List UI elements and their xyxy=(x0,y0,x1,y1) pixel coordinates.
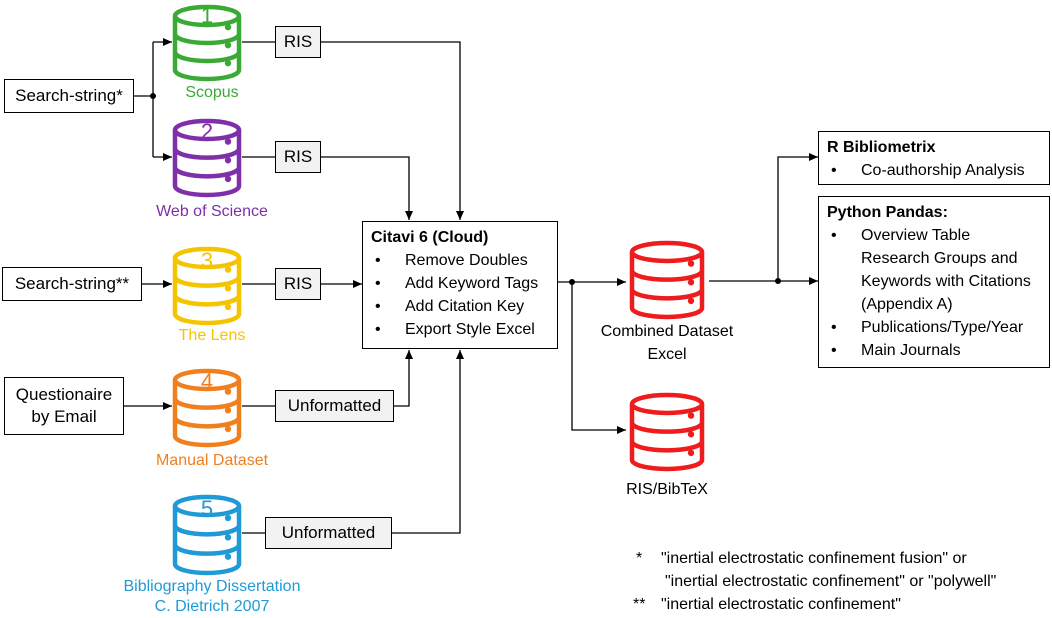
connectors xyxy=(124,38,818,534)
web-of-science-database-icon-dot xyxy=(224,138,232,145)
combined-dataset-database-icon xyxy=(629,240,705,320)
combined-dataset-label-line-1: Combined Dataset xyxy=(600,323,734,340)
citavi-step: Add Citation Key xyxy=(371,295,549,318)
search-string-1-label: Search-string* xyxy=(15,86,123,105)
scopus-database-icon xyxy=(172,4,242,82)
ris-bibtex-database-icon-dot xyxy=(687,431,695,438)
python-pandas-item: Overview Table Research Groups and Keywo… xyxy=(827,224,1041,316)
scopus-database-icon-dot xyxy=(224,23,232,31)
citavi-step: Add Keyword Tags xyxy=(371,272,549,295)
format-box-5: Unformatted xyxy=(265,517,392,549)
python-pandas-item: Main Journals xyxy=(827,339,1041,362)
combined-dataset-database-icon-dot xyxy=(687,297,695,305)
questionnaire-box: Questionaire by Email xyxy=(4,377,124,435)
bibliography-database-icon-dot xyxy=(224,514,232,522)
ris-bibtex-database-icon-dot xyxy=(687,449,695,457)
combined-dataset-database-icon-dot xyxy=(687,260,695,267)
the-lens-database-icon-dot xyxy=(224,303,232,311)
format-box-2: RIS xyxy=(275,141,321,173)
r-bibliometrix-item: Co-authorship Analysis xyxy=(827,159,1041,182)
combined-dataset-database-icon-dot xyxy=(687,279,695,286)
ris-bibtex-database-icon-dot xyxy=(687,412,695,419)
combined-dataset-label-line-2: Excel xyxy=(647,346,687,363)
format-box-4: Unformatted xyxy=(275,390,394,422)
citavi-steps: Remove Doubles Add Keyword Tags Add Cita… xyxy=(371,249,549,341)
source-5-label-line-2: C. Dietrich 2007 xyxy=(154,598,270,615)
search-string-2-label: Search-string** xyxy=(14,274,130,293)
format-label-3: RIS xyxy=(283,274,313,293)
questionnaire-line-2: by Email xyxy=(31,407,97,426)
source-5-label-line-1: Bibliography Dissertation xyxy=(123,578,301,595)
manual-dataset-database-icon-dot xyxy=(224,425,232,433)
the-lens-database-icon xyxy=(172,246,242,326)
python-pandas-items: Overview Table Research Groups and Keywo… xyxy=(827,224,1041,362)
source-5-number: 5 xyxy=(200,496,214,521)
database-icons xyxy=(172,4,705,576)
footnote-1-text: "inertial electrostatic confinement fusi… xyxy=(661,550,967,567)
search-string-1-box: Search-string* xyxy=(4,79,134,113)
web-of-science-database-icon-dot xyxy=(224,175,232,183)
footnote-1-continued: "inertial electrostatic confinement" or … xyxy=(665,573,997,590)
source-2-label: Web of Science xyxy=(156,203,268,220)
manual-dataset-database-icon xyxy=(172,368,242,448)
search-string-2-box: Search-string** xyxy=(2,267,142,301)
format-box-3: RIS xyxy=(275,268,321,300)
source-3-label: The Lens xyxy=(178,327,246,344)
the-lens-database-icon-dot xyxy=(224,285,232,292)
ris-bibtex-database-icon xyxy=(629,392,705,472)
python-pandas-title: Python Pandas: xyxy=(827,204,948,221)
scopus-database-icon-dot xyxy=(224,41,232,49)
source-4-number: 4 xyxy=(200,369,214,394)
bibliography-database-icon xyxy=(172,494,242,576)
footnote-2-mark: ** xyxy=(633,596,646,613)
ris-bibtex-label: RIS/BibTeX xyxy=(626,481,708,498)
source-4-label: Manual Dataset xyxy=(155,452,269,469)
source-3-number: 3 xyxy=(200,248,214,273)
bibliography-database-icon-dot xyxy=(224,553,232,560)
python-pandas-box: Python Pandas: Overview Table Research G… xyxy=(818,196,1050,368)
source-1-number: 1 xyxy=(200,3,214,28)
source-2-number: 2 xyxy=(200,119,214,144)
footnote-1-mark: * xyxy=(636,550,643,567)
web-of-science-database-icon-dot xyxy=(224,157,232,164)
r-bibliometrix-items: Co-authorship Analysis xyxy=(827,159,1041,182)
format-label-4: Unformatted xyxy=(287,396,382,415)
python-pandas-item: Publications/Type/Year xyxy=(827,316,1041,339)
citavi-box: Citavi 6 (Cloud) Remove Doubles Add Keyw… xyxy=(362,221,558,349)
citavi-title: Citavi 6 (Cloud) xyxy=(371,229,489,246)
r-bibliometrix-box: R Bibliometrix Co-authorship Analysis xyxy=(818,131,1050,185)
format-label-1: RIS xyxy=(283,32,313,51)
citavi-step: Remove Doubles xyxy=(371,249,549,272)
format-label-2: RIS xyxy=(283,147,313,166)
footnote-2-text: "inertial electrostatic confinement" xyxy=(661,596,901,613)
web-of-science-database-icon xyxy=(172,118,242,198)
citavi-step: Export Style Excel xyxy=(371,318,549,341)
bibliography-database-icon-dot xyxy=(224,534,232,541)
format-box-1: RIS xyxy=(275,26,321,58)
manual-dataset-database-icon-dot xyxy=(224,407,232,414)
the-lens-database-icon-dot xyxy=(224,266,232,273)
questionnaire-line-1: Questionaire xyxy=(15,385,113,404)
format-label-5: Unformatted xyxy=(281,523,376,542)
manual-dataset-database-icon-dot xyxy=(224,388,232,395)
source-1-label: Scopus xyxy=(185,84,239,101)
r-bibliometrix-title: R Bibliometrix xyxy=(827,139,936,156)
scopus-database-icon-dot xyxy=(224,59,232,67)
